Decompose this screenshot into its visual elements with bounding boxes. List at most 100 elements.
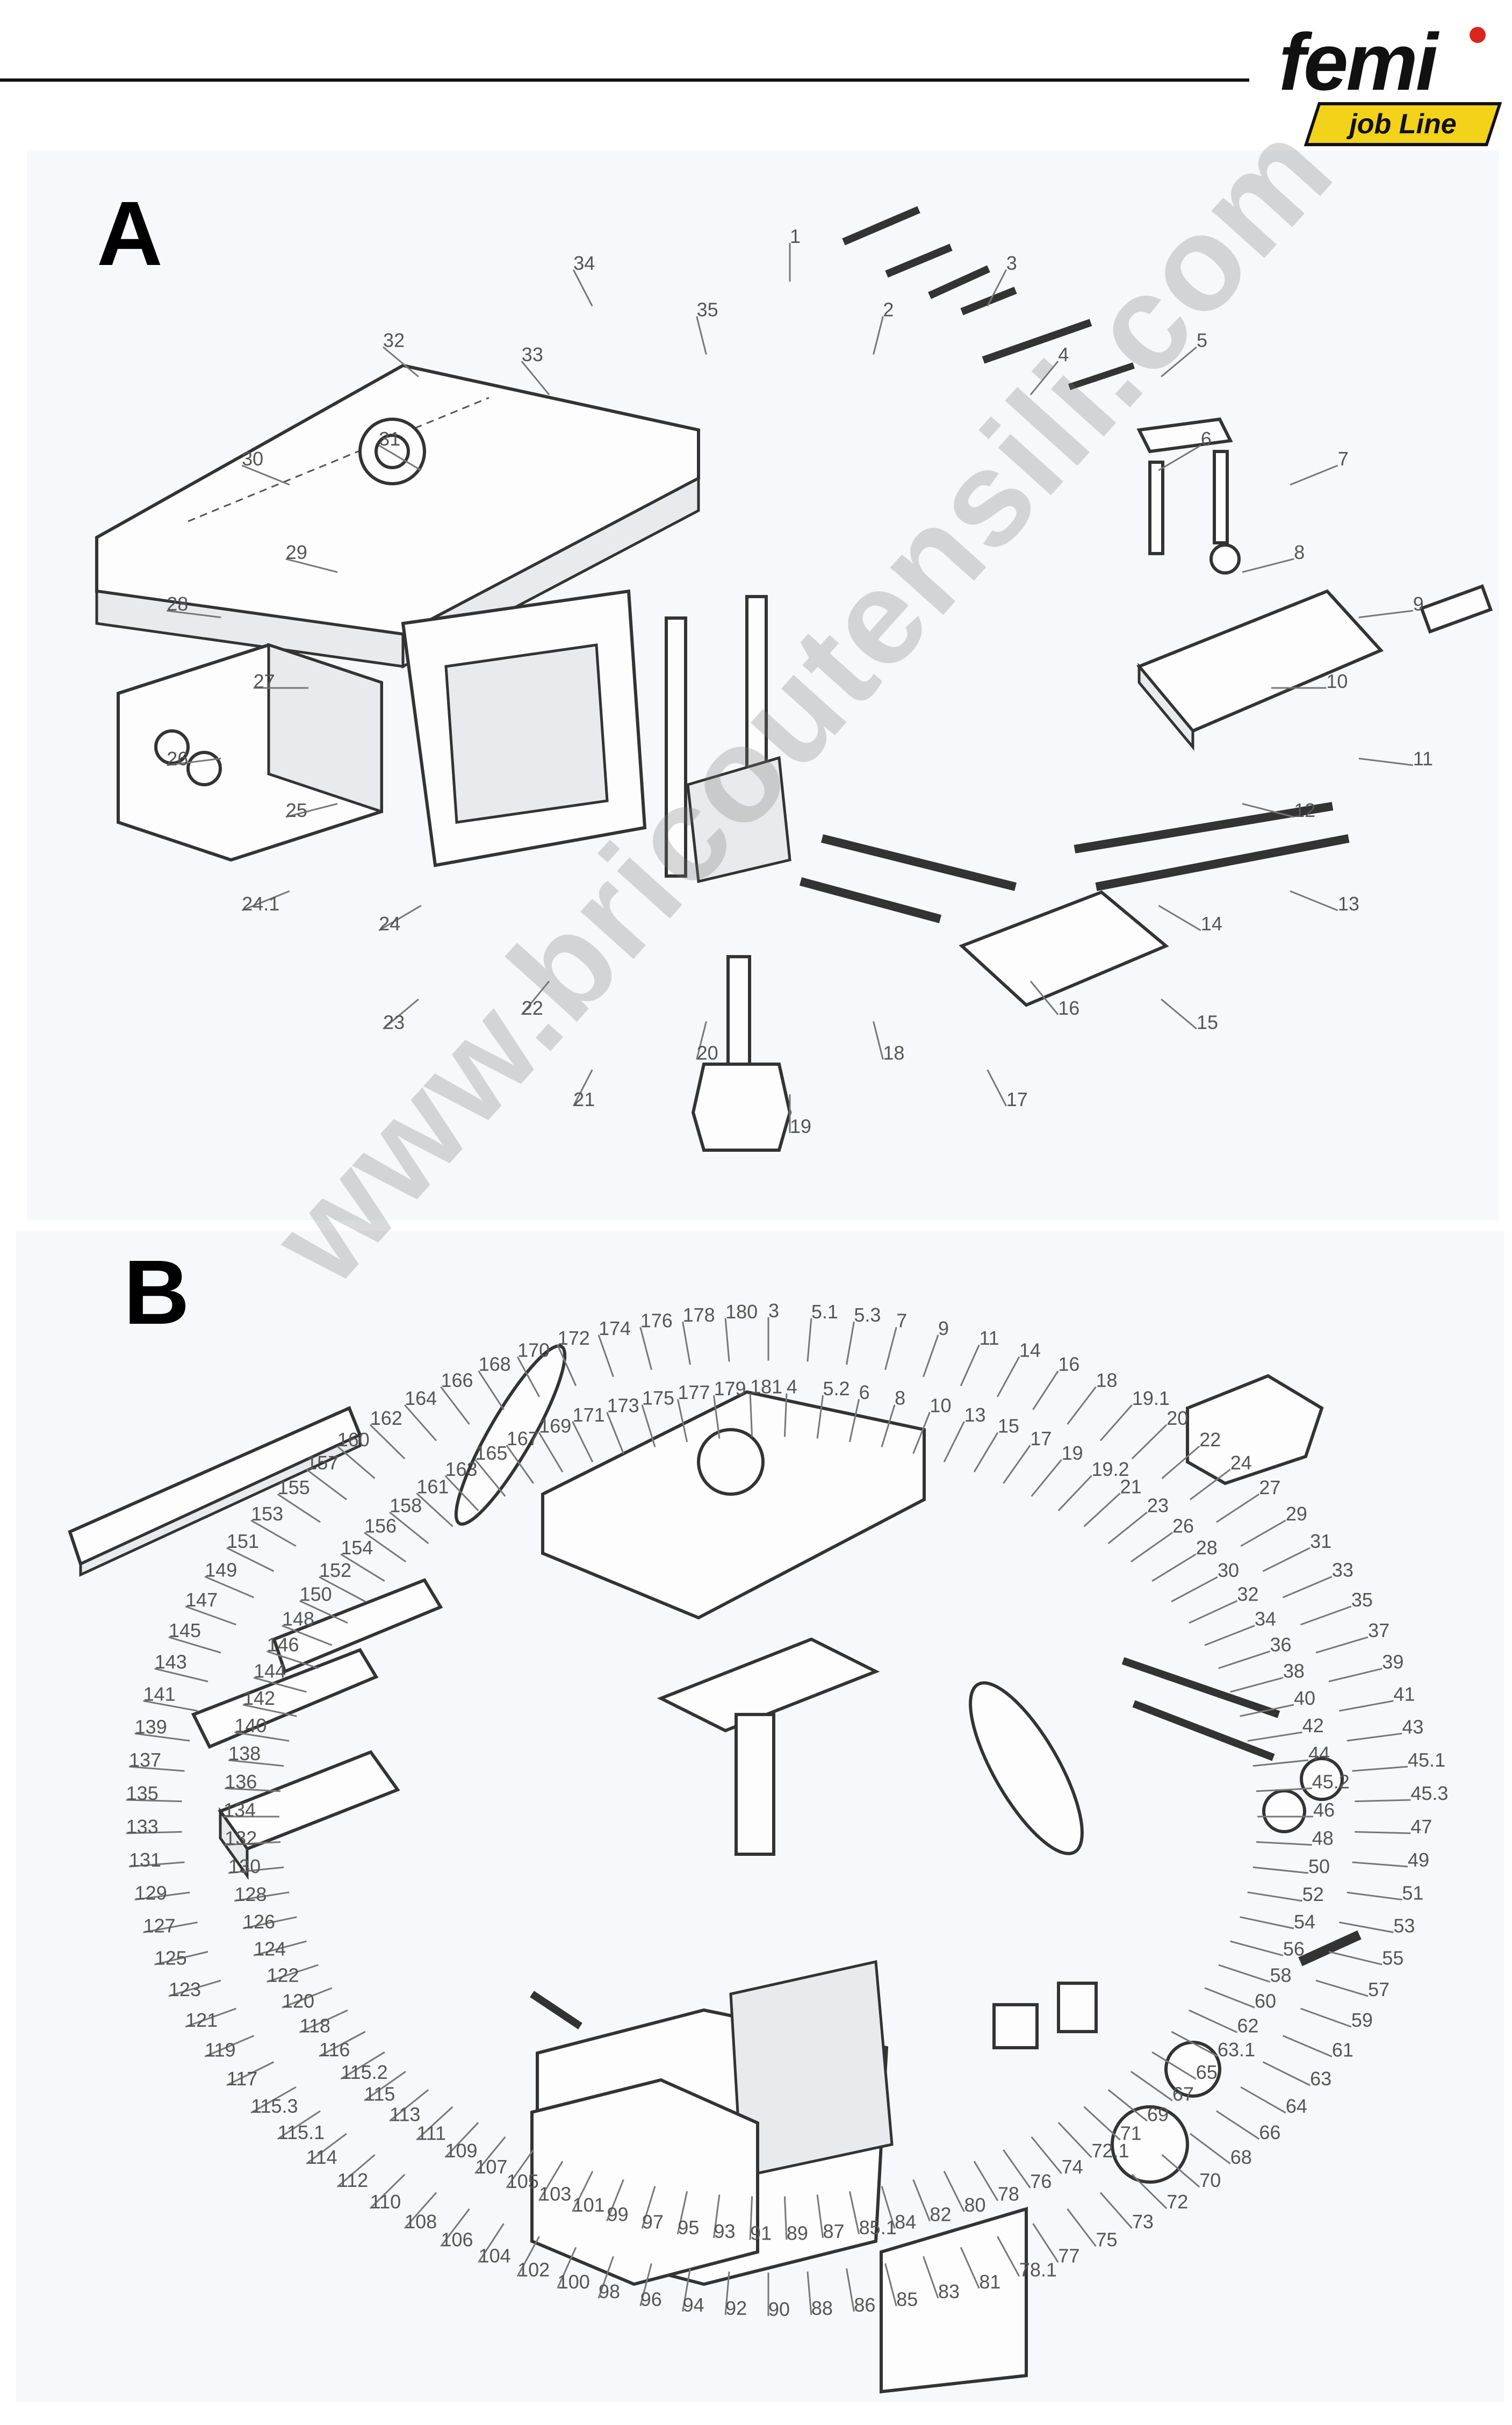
diagram-panel-a: A: [27, 150, 1499, 1220]
callout-leader: [226, 1547, 275, 1572]
callout-label: 21: [1120, 1475, 1142, 1497]
callout-label: 50: [1308, 1855, 1330, 1877]
callout-leader: [1358, 757, 1413, 766]
callout-label: 6: [859, 1381, 870, 1403]
callout-leader: [389, 2089, 429, 2122]
callout-label: 115.2: [341, 2061, 387, 2083]
callout-label: 161: [416, 1475, 449, 1497]
callout-label: 103: [539, 2183, 571, 2205]
callout-leader: [389, 1511, 429, 1544]
callout-label: 176: [640, 1309, 673, 1331]
callout-leader: [1083, 1493, 1121, 1527]
callout-label: 9: [938, 1317, 949, 1339]
callout-label: 145: [169, 1619, 201, 1641]
callout-leader: [973, 1432, 999, 1473]
callout-label: 67: [1172, 2083, 1194, 2105]
callout-label: 104: [479, 2244, 511, 2266]
callout-label: 126: [243, 1911, 275, 1933]
callout-label: 13: [1338, 893, 1359, 915]
side-table: [218, 1750, 400, 1880]
callout-label: 162: [370, 1407, 402, 1429]
callout-label: 110: [370, 2191, 401, 2213]
callout-leader: [572, 269, 593, 307]
exploded-view-a: 1234567891011121314151617181920212223242…: [95, 206, 1493, 1152]
callout-label: 139: [135, 1716, 167, 1738]
callout-label: 11: [979, 1327, 999, 1349]
callout-label: 48: [1312, 1827, 1334, 1849]
callout-leader: [1189, 1600, 1238, 1624]
callout-leader: [336, 2154, 376, 2188]
callout-label: 15: [1197, 1011, 1218, 1033]
callout-label: 19.1: [1132, 1387, 1170, 1409]
callout-label: 129: [135, 1882, 167, 1904]
callout-leader: [404, 2192, 437, 2229]
callout-label: 115: [364, 2083, 395, 2105]
callout-leader: [1032, 1370, 1059, 1410]
callout-label: 152: [319, 1559, 351, 1581]
callout-leader: [1242, 803, 1294, 818]
callout-leader: [1252, 1759, 1309, 1767]
callout-label: 124: [254, 1938, 286, 1960]
callout-leader: [521, 980, 550, 1015]
callout-leader: [1218, 1964, 1271, 1983]
callout-leader: [204, 1576, 254, 1598]
callout-label: 130: [228, 1855, 261, 1877]
callout-label: 29: [286, 541, 307, 563]
callout-label: 19: [790, 1115, 811, 1137]
callout-label: 47: [1410, 1816, 1432, 1838]
callout-leader: [606, 2179, 624, 2221]
logo-tagline: job Line: [1349, 109, 1457, 140]
callout-label: 178: [683, 1304, 715, 1326]
callout-leader: [846, 2268, 855, 2312]
callout-leader: [1029, 980, 1059, 1015]
callout-leader: [1242, 558, 1294, 573]
callout-leader: [572, 2171, 594, 2212]
callout-label: 131: [129, 1849, 161, 1871]
callout-label: 12: [1294, 799, 1315, 821]
callout-leader: [126, 1831, 182, 1834]
callout-leader: [1190, 1468, 1231, 1501]
callout-leader: [1355, 1831, 1411, 1834]
callout-leader: [319, 1576, 366, 1603]
callout-leader: [383, 998, 419, 1030]
callout-label: 17: [1006, 1088, 1028, 1110]
callout-leader: [1328, 1668, 1383, 1683]
callout-label: 160: [337, 1429, 370, 1451]
callout-label: 106: [441, 2228, 473, 2250]
callout-leader: [242, 1916, 297, 1929]
callout-leader: [696, 316, 707, 355]
callout-leader: [253, 1940, 307, 1956]
callout-label: 27: [1259, 1476, 1280, 1498]
callout-label: 102: [517, 2258, 550, 2280]
callout-label: 78.1: [1019, 2258, 1057, 2280]
callout-leader: [1230, 1677, 1284, 1693]
callout-label: 62: [1237, 2014, 1258, 2036]
callout-label: 76: [1030, 2170, 1052, 2192]
header-rule: [0, 78, 1249, 82]
callout-label: 150: [300, 1583, 332, 1605]
callout-leader: [557, 1344, 577, 1387]
callout-leader: [606, 1412, 624, 1454]
callout-label: 109: [445, 2140, 478, 2162]
callout-label: 137: [129, 1749, 161, 1771]
callout-label: 31: [379, 428, 400, 450]
callout-label: 64: [1286, 2095, 1307, 2117]
callout-leader: [1161, 1445, 1200, 1479]
callout-leader: [1057, 1475, 1092, 1511]
callout-label: 155: [278, 1476, 310, 1498]
callout-leader: [783, 1393, 788, 1437]
callout-leader: [1158, 444, 1201, 471]
callout-leader: [336, 1445, 376, 1479]
callout-label: 5.2: [823, 1377, 849, 1400]
callout-leader: [1240, 1704, 1294, 1717]
callout-leader: [521, 361, 550, 396]
callout-label: 4: [1058, 343, 1069, 365]
callout-leader: [1358, 609, 1413, 619]
callout-leader: [364, 2071, 406, 2101]
callout-leader: [1204, 1625, 1255, 1646]
callout-leader: [1328, 1950, 1383, 1965]
callout-leader: [516, 2236, 541, 2277]
callout-label: 72.1: [1091, 2140, 1129, 2162]
callout-label: 13: [964, 1404, 985, 1426]
callout-label: 3: [768, 1300, 779, 1322]
